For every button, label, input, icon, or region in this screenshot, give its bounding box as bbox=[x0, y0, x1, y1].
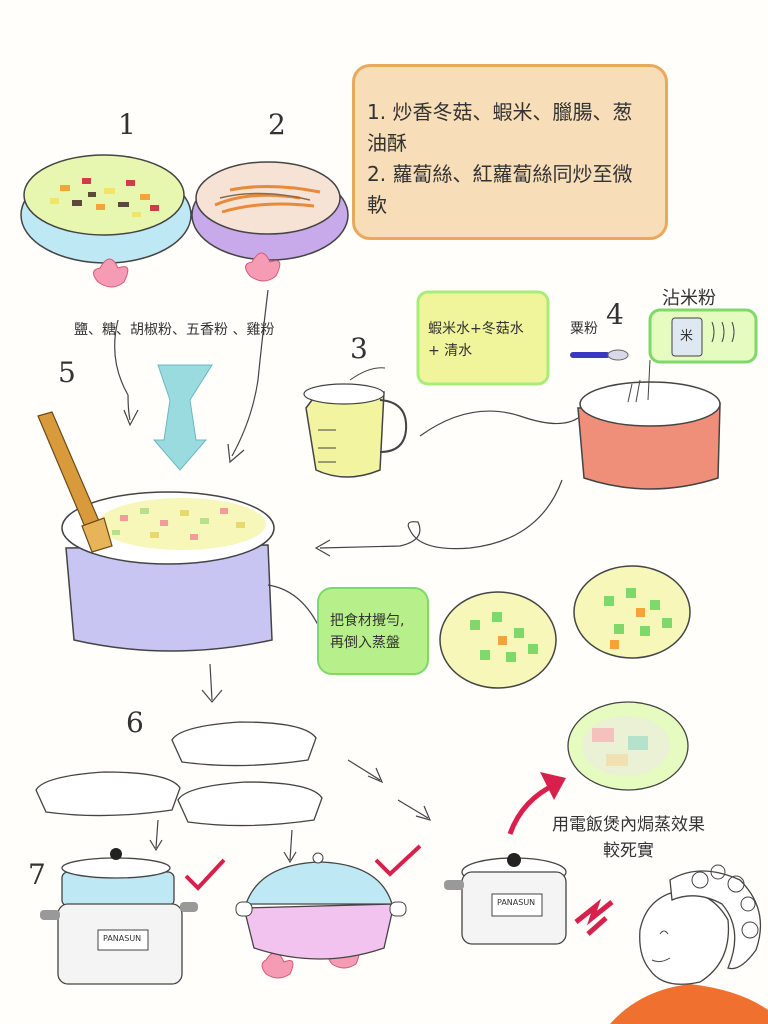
instruction-note: 1. 炒香冬菇、蝦米、臘腸、葱油酥 2. 蘿蔔絲、紅蘿蔔絲同炒至微軟 bbox=[352, 64, 668, 240]
spatula bbox=[37, 411, 113, 553]
pan-1-ingredients bbox=[50, 178, 159, 217]
step-number-5: 5 bbox=[58, 356, 76, 389]
steaming-tray bbox=[439, 565, 691, 689]
rice-cooker-icon bbox=[40, 848, 198, 985]
frying-pan-2 bbox=[191, 161, 349, 261]
step-number-2: 2 bbox=[268, 108, 286, 141]
rice-flour-bag bbox=[671, 317, 735, 357]
spoon-icon bbox=[570, 349, 629, 361]
mixing-bowl bbox=[577, 359, 721, 490]
connector-arrow bbox=[319, 479, 563, 550]
person-avatar bbox=[610, 864, 768, 1024]
check-icon bbox=[374, 844, 422, 877]
seasoning-label: 鹽、糖、胡椒粉、五香粉 、雞粉 bbox=[74, 322, 275, 338]
instruction-line-2: 2. 蘿蔔絲、紅蘿蔔絲同炒至微軟 bbox=[367, 162, 633, 217]
loaf-pan bbox=[35, 721, 323, 827]
step-number-4: 4 bbox=[606, 298, 624, 331]
frying-pan-1 bbox=[20, 154, 192, 264]
arrow-down-icon bbox=[201, 663, 223, 703]
check-icon bbox=[184, 858, 226, 891]
result-tray bbox=[567, 701, 689, 791]
connector-arrow bbox=[419, 410, 579, 437]
rice-flour-highlight bbox=[648, 308, 758, 364]
mixing-pot bbox=[61, 491, 319, 652]
flour-label: 粟粉 bbox=[570, 321, 598, 337]
step-number-6: 6 bbox=[126, 706, 144, 739]
rice-flour-bag-label: 米 bbox=[680, 329, 694, 344]
mix-label: 把食材攪勻, 再倒入蒸盤 bbox=[330, 613, 405, 651]
instruction-line-1: 1. 炒香冬菇、蝦米、臘腸、葱油酥 bbox=[367, 100, 633, 155]
water-label: 蝦米水+冬菇水 + 清水 bbox=[428, 321, 524, 359]
brand-label: PANASUN bbox=[103, 934, 142, 943]
arrow-up-icon bbox=[507, 781, 558, 835]
brand-label: PANASUN bbox=[497, 898, 536, 907]
measuring-cup-icon bbox=[303, 367, 408, 478]
step-number-1: 1 bbox=[118, 108, 136, 141]
cooker-note-label: 用電飯煲內焗蒸效果 較死實 bbox=[552, 815, 705, 861]
water-highlight bbox=[416, 290, 550, 386]
rice-flour-label: 沾米粉 bbox=[662, 288, 716, 309]
steamer-pot-icon bbox=[235, 852, 407, 960]
cross-icon bbox=[574, 898, 614, 936]
curved-arrow bbox=[231, 289, 269, 457]
rice-cooker-plain bbox=[444, 853, 567, 945]
curved-arrow bbox=[114, 319, 131, 421]
step-number-3: 3 bbox=[350, 332, 368, 365]
step-number-7: 7 bbox=[28, 858, 46, 891]
arrow-down-icon bbox=[152, 364, 213, 471]
mix-highlight bbox=[317, 587, 429, 675]
